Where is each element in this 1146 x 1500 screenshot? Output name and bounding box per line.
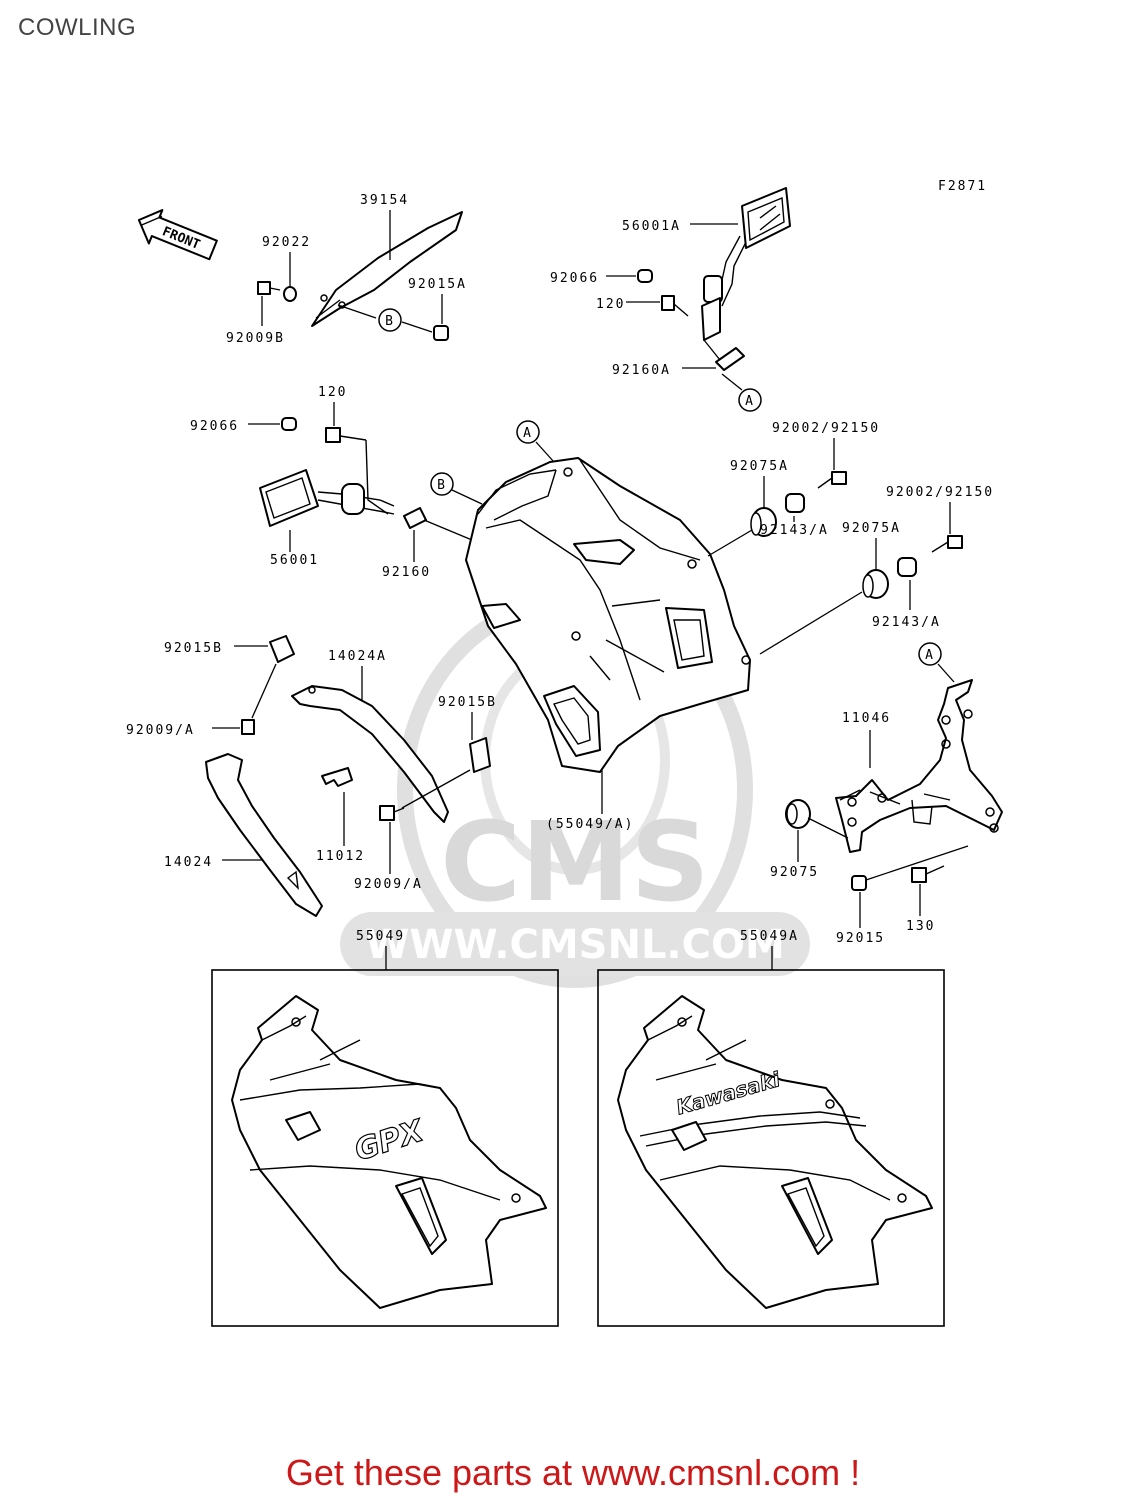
label-55049a-paren[interactable]: (55049/A) <box>546 817 634 832</box>
page-title: COWLING <box>18 14 137 41</box>
mirror-left <box>259 439 395 527</box>
label-92143-2[interactable]: 92143/A <box>872 615 941 630</box>
label-56001[interactable]: 56001 <box>270 553 319 568</box>
callout-a-stay <box>918 642 942 666</box>
label-39154[interactable]: 39154 <box>360 193 409 208</box>
parts-diagram: CMS WWW.CMSNL.COM FRONT F2871 39154 9202… <box>126 179 1003 1327</box>
cover-39154 <box>311 211 463 327</box>
bolt-icon-r1 <box>817 471 847 489</box>
label-120-top[interactable]: 120 <box>596 297 625 312</box>
nut-icon-92015 <box>851 875 867 891</box>
front-arrow-icon: FRONT <box>137 209 218 261</box>
label-92075a-2[interactable]: 92075A <box>842 521 901 536</box>
label-92075a-1[interactable]: 92075A <box>730 459 789 474</box>
side-cowl-55049: GPX <box>231 995 547 1309</box>
watermark-url: WWW.CMSNL.COM <box>365 922 785 968</box>
label-92009a-1[interactable]: 92009/A <box>126 723 195 738</box>
label-11046[interactable]: 11046 <box>842 711 891 726</box>
nut-icon <box>433 325 449 341</box>
label-92022[interactable]: 92022 <box>262 235 311 250</box>
collar-icon-r2 <box>897 557 917 577</box>
label-92015b-2[interactable]: 92015B <box>438 695 497 710</box>
label-92075[interactable]: 92075 <box>770 865 819 880</box>
callout-a-stay-text: A <box>925 648 935 663</box>
mirror-right <box>701 187 791 341</box>
screw-icon-lower-2 <box>379 805 405 821</box>
label-14024a[interactable]: 14024A <box>328 649 387 664</box>
collar-icon-r1 <box>785 493 805 513</box>
callout-a-cowl-text: A <box>523 426 533 441</box>
label-92002-2[interactable]: 92002/92150 <box>886 485 994 500</box>
label-56001a[interactable]: 56001A <box>622 219 681 234</box>
watermark-brand: CMS <box>440 798 709 926</box>
screw-icon-left <box>325 427 367 443</box>
callout-b-cowl <box>430 472 454 496</box>
bracket-icon-11012 <box>321 767 353 787</box>
grommet-icon-r1 <box>750 507 777 537</box>
callout-a-top-text: A <box>745 394 755 409</box>
label-92015a[interactable]: 92015A <box>408 277 467 292</box>
callout-b-cowl-text: B <box>437 478 447 493</box>
label-92143-1[interactable]: 92143/A <box>760 523 829 538</box>
plate-icon <box>715 347 745 371</box>
label-11012[interactable]: 11012 <box>316 849 365 864</box>
inner-panel-14024a <box>291 685 449 823</box>
label-55049[interactable]: 55049 <box>356 929 405 944</box>
box-55049 <box>211 969 559 1327</box>
grommet-icon-92075 <box>785 799 811 829</box>
screw-icon <box>661 295 689 317</box>
bolt-icon <box>257 281 281 295</box>
label-130[interactable]: 130 <box>906 919 935 934</box>
bolt-icon-130 <box>911 865 945 883</box>
label-92015b-1[interactable]: 92015B <box>164 641 223 656</box>
label-120-left[interactable]: 120 <box>318 385 347 400</box>
plate-icon-left <box>403 507 427 529</box>
washer-icon <box>283 286 297 302</box>
lower-panel-14024 <box>205 753 323 917</box>
box-55049a <box>597 969 945 1327</box>
callout-a-cowl <box>516 420 540 444</box>
screw-icon-lower <box>241 719 255 735</box>
callout-a-top <box>738 388 762 412</box>
grommet-icon-left <box>281 417 297 431</box>
grommet-icon-r2 <box>862 569 889 599</box>
label-92066-left[interactable]: 92066 <box>190 419 239 434</box>
figure-code: F2871 <box>938 179 987 194</box>
clip-nut-icon <box>269 635 295 663</box>
stay-bracket-11046 <box>835 679 1003 853</box>
label-14024[interactable]: 14024 <box>164 855 213 870</box>
clip-icon <box>469 737 491 773</box>
label-92002-1[interactable]: 92002/92150 <box>772 421 880 436</box>
bolt-icon-r2 <box>931 535 963 553</box>
label-92066-top[interactable]: 92066 <box>550 271 599 286</box>
label-92009a-2[interactable]: 92009/A <box>354 877 423 892</box>
grommet-icon <box>637 269 653 283</box>
label-92015[interactable]: 92015 <box>836 931 885 946</box>
callout-b-top <box>378 308 402 332</box>
label-92160[interactable]: 92160 <box>382 565 431 580</box>
label-55049a[interactable]: 55049A <box>740 929 799 944</box>
footer-link[interactable]: Get these parts at www.cmsnl.com ! <box>285 1452 861 1493</box>
label-92160a[interactable]: 92160A <box>612 363 671 378</box>
side-cowl-55049a: Kawasaki <box>617 995 933 1309</box>
upper-cowling <box>465 457 751 773</box>
label-92009b[interactable]: 92009B <box>226 331 285 346</box>
callout-b-top-text: B <box>385 314 395 329</box>
